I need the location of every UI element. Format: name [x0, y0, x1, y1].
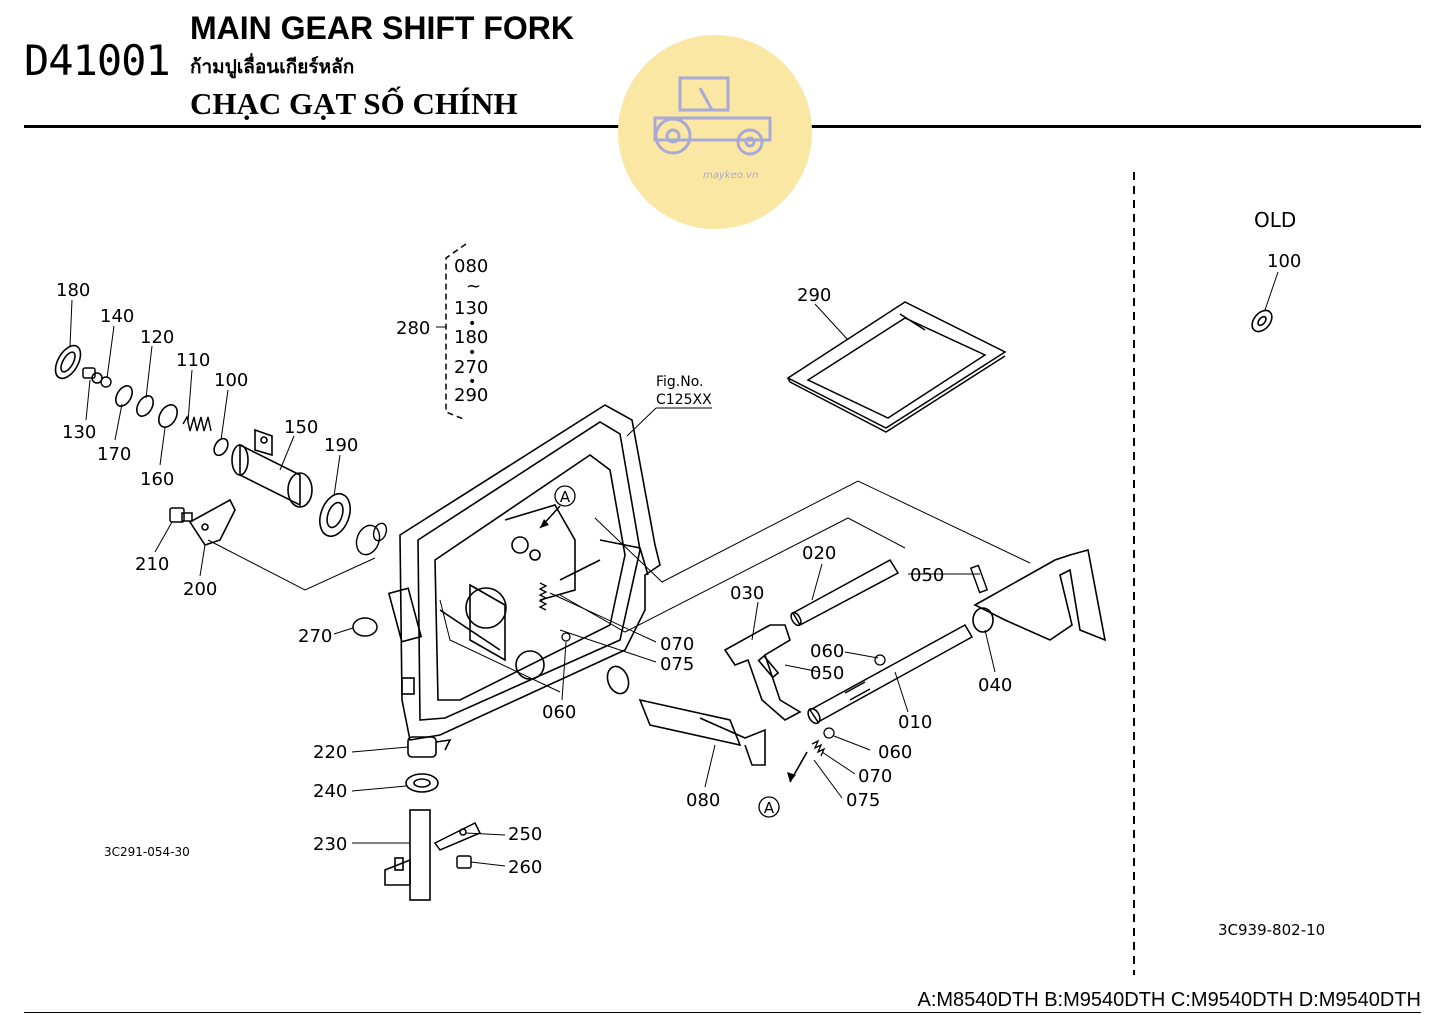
part-label: 210	[135, 554, 169, 575]
shaft-150	[231, 428, 313, 508]
ref-old: 3C939-802-10	[1218, 921, 1325, 939]
ball-060-mid	[874, 654, 886, 666]
part-140	[100, 376, 112, 388]
bolt-210	[169, 507, 193, 523]
part-label: 200	[183, 579, 217, 600]
part-label: 240	[313, 781, 347, 802]
part-label: 070	[858, 766, 892, 787]
watermark-text: maykeo.vn	[703, 170, 758, 181]
spring-075-lower	[811, 739, 826, 757]
title-vietnamese: CHẠC GẠT SỐ CHÍNH	[190, 86, 518, 121]
part-label: 050	[910, 565, 944, 586]
gear-case-housing	[387, 404, 661, 741]
seal-190	[319, 492, 351, 538]
part-label: 220	[313, 742, 347, 763]
part-label: 100	[214, 370, 248, 391]
seal-240	[405, 773, 439, 793]
svg-text:A: A	[560, 488, 571, 506]
ref-main: 3C291-054-30	[104, 845, 190, 859]
lever-200	[188, 498, 236, 546]
part-label: 120	[140, 327, 174, 348]
fig-no-value: C125XX	[656, 392, 712, 408]
part-label: 260	[508, 857, 542, 878]
shaft-080	[606, 665, 766, 766]
part-label: 160	[140, 469, 174, 490]
part-label: 170	[97, 444, 131, 465]
footer-rule	[24, 1012, 1421, 1013]
part-label: 030	[730, 583, 764, 604]
shaft-230	[384, 809, 431, 901]
part-label: 060	[810, 641, 844, 662]
callout-a-lower: A	[758, 796, 780, 818]
kit-item: 180	[454, 327, 488, 348]
ball-060-lower	[823, 727, 835, 739]
part-label: 250	[508, 824, 542, 845]
title-thai: ก้ามปูเลื่อนเกียร์หลัก	[190, 56, 355, 78]
plate-250	[433, 821, 482, 851]
shaft-020	[790, 559, 900, 627]
part-label: 270	[298, 626, 332, 647]
kit-item: •	[468, 316, 476, 332]
part-label: 060	[542, 702, 576, 723]
fig-no-label: Fig.No.	[656, 374, 704, 390]
part-label: 290	[797, 285, 831, 306]
kit-item: 130	[454, 298, 488, 319]
watermark-logo: maykeo.vn	[618, 35, 812, 229]
pin-050	[969, 564, 989, 594]
spring-110	[182, 415, 212, 432]
part-130	[82, 367, 103, 384]
ball-060	[561, 632, 571, 642]
spring-075	[538, 582, 548, 611]
kit-item: ~	[466, 276, 481, 297]
part-label: 010	[898, 712, 932, 733]
title-english: MAIN GEAR SHIFT FORK	[190, 10, 574, 46]
kit-item: 270	[454, 357, 488, 378]
part-label: 190	[324, 435, 358, 456]
part-label: 060	[878, 742, 912, 763]
shaft-010	[807, 623, 974, 725]
assembly-guide-lines	[207, 480, 1031, 693]
part-label: 180	[56, 280, 90, 301]
washer-120	[136, 395, 154, 417]
model-list: A:M8540DTH B:M9540DTH C:M9540DTH D:M9540…	[917, 989, 1422, 1011]
part-label: 080	[686, 790, 720, 811]
kit-label-280: 280	[396, 318, 430, 339]
part-label: 130	[62, 422, 96, 443]
page-code: D41001	[24, 36, 171, 85]
part-label: 140	[100, 306, 134, 327]
circlip-170	[115, 385, 133, 407]
kit-bracket	[445, 243, 467, 421]
part-label: 070	[660, 634, 694, 655]
part-label: 075	[660, 654, 694, 675]
svg-text:A: A	[764, 799, 775, 817]
part-label: 230	[313, 834, 347, 855]
plug-270	[352, 617, 378, 637]
part-label: 100	[1267, 251, 1301, 272]
manual-booklet-290	[786, 301, 1007, 433]
part-label: 050	[810, 663, 844, 684]
part-label: 150	[284, 417, 318, 438]
part-label: 020	[802, 543, 836, 564]
old-label: OLD	[1254, 208, 1296, 232]
tractor-icon	[653, 76, 772, 156]
bushing	[355, 522, 388, 556]
part-label: 040	[978, 675, 1012, 696]
old-washer-100	[1251, 309, 1273, 333]
part-label: 110	[176, 350, 210, 371]
ring-160	[158, 404, 178, 428]
part-label: 075	[846, 790, 880, 811]
seal-180	[54, 344, 82, 380]
bolt-260	[456, 855, 472, 869]
part-labels: 180 140 120 110 100 150 190 130 170 160 …	[56, 251, 1301, 878]
kit-item: 080	[454, 256, 488, 277]
fork-040	[972, 548, 1107, 642]
washer-100	[213, 437, 229, 457]
kit-item: •	[468, 374, 476, 390]
callout-a-upper: A	[539, 485, 576, 529]
fork-030	[723, 624, 802, 721]
leader-lines	[69, 299, 996, 867]
kit-item: 290	[454, 385, 488, 406]
kit-item: •	[468, 345, 476, 361]
